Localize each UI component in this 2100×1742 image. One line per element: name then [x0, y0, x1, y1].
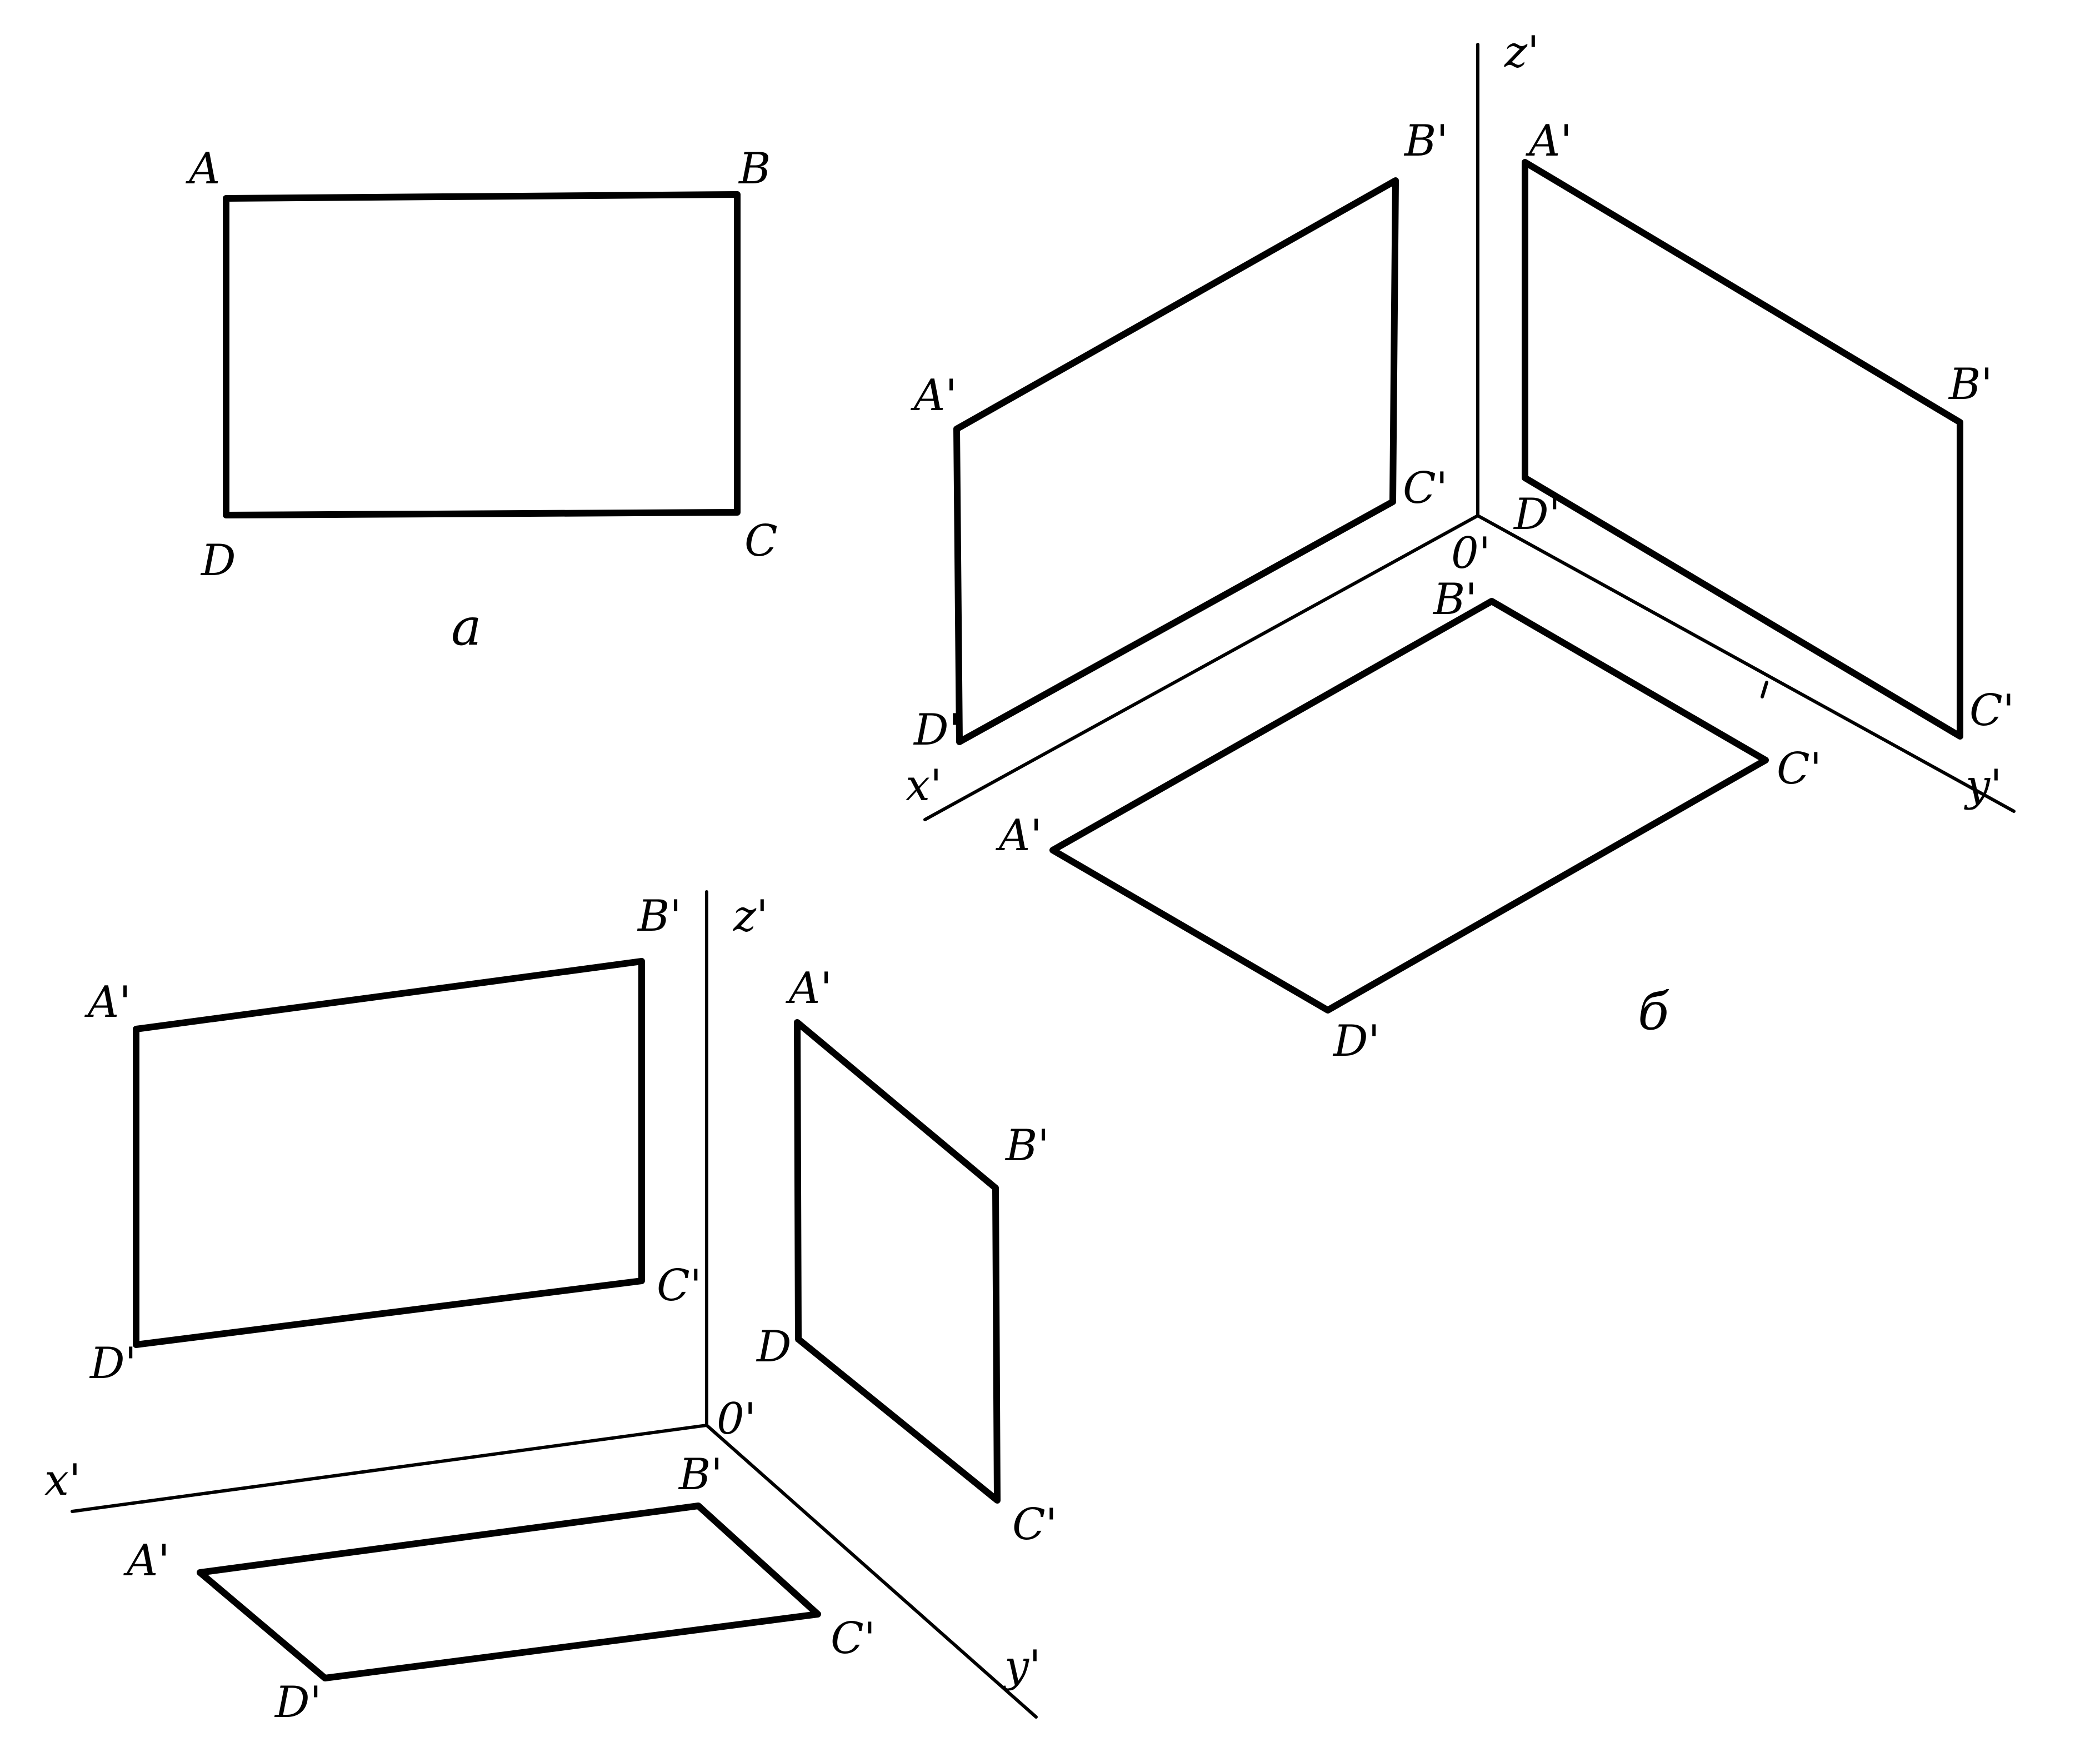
horizontal-face-label-a: A' [996, 811, 1042, 861]
horizontal-face-label-d: D' [274, 1678, 322, 1728]
right-face-label-d: D' [1513, 490, 1561, 540]
horizontal-face-label-d: D' [1332, 1016, 1380, 1066]
figure-c: z' x' y' 0' A' B' C' D' A' B' C' D' A' B… [44, 890, 1057, 1728]
right-vertical-face [1522, 159, 1963, 740]
profile-face-label-a: A' [786, 964, 832, 1014]
x-axis [923, 514, 1479, 821]
caption-b: б [1638, 982, 1669, 1041]
horizontal-face-label-c: C' [1777, 744, 1822, 794]
profile-face-label-c: C' [1012, 1500, 1057, 1550]
left-face-label-c: C' [1403, 463, 1448, 513]
caption-a: a [451, 597, 482, 657]
horizontal-face-label-b: B' [678, 1450, 723, 1500]
axis-label-x: x' [906, 761, 942, 811]
right-face-label-c: C' [1969, 686, 2014, 736]
label-d: D [200, 536, 236, 586]
horizontal-face [1049, 598, 1769, 1014]
axis-label-y: y' [1964, 761, 2002, 811]
axis-label-z: z' [733, 891, 768, 941]
profile-face-label-b: B' [1004, 1121, 1049, 1171]
left-vertical-face [953, 177, 1399, 745]
axis-label-y: y' [1003, 1641, 1041, 1691]
axis-label-z: z' [1504, 27, 1539, 77]
right-face-label-b: B' [1948, 360, 1993, 410]
horizontal-face [197, 1503, 821, 1681]
rectangle-abcd [223, 191, 741, 518]
figure-b: z' x' y' 0' A' B' C' D' A' B' C' D' A' B… [906, 27, 2016, 1066]
y-axis [705, 1424, 1038, 1719]
profile-face [794, 1019, 1001, 1504]
horizontal-face-label-a: A' [123, 1536, 170, 1586]
frontal-face [133, 958, 645, 1348]
origin-label: 0' [1451, 528, 1491, 578]
frontal-face-label-c: C' [657, 1261, 702, 1311]
axis-label-x: x' [44, 1455, 81, 1505]
figure-a: A B C D a [186, 144, 778, 657]
frontal-face-label-b: B' [637, 891, 682, 941]
frontal-face-label-d: D' [89, 1339, 137, 1389]
left-face-label-b: B' [1403, 116, 1448, 166]
left-face-label-a: A' [911, 371, 957, 421]
origin-label: 0' [717, 1394, 756, 1444]
horizontal-face-label-c: C' [831, 1614, 876, 1664]
label-a: A [186, 144, 220, 194]
horizontal-face-label-b: B' [1432, 575, 1477, 625]
left-face-label-d: D' [913, 705, 961, 755]
y-axis [1476, 514, 2016, 813]
profile-face-label-d: D' [756, 1322, 803, 1372]
frontal-face-label-a: A' [84, 977, 131, 1027]
x-axis [71, 1424, 708, 1513]
right-face-label-a: A' [1526, 116, 1572, 166]
y-axis-tick [1761, 681, 1768, 698]
label-c: C [744, 516, 778, 566]
label-b: B [738, 144, 771, 194]
